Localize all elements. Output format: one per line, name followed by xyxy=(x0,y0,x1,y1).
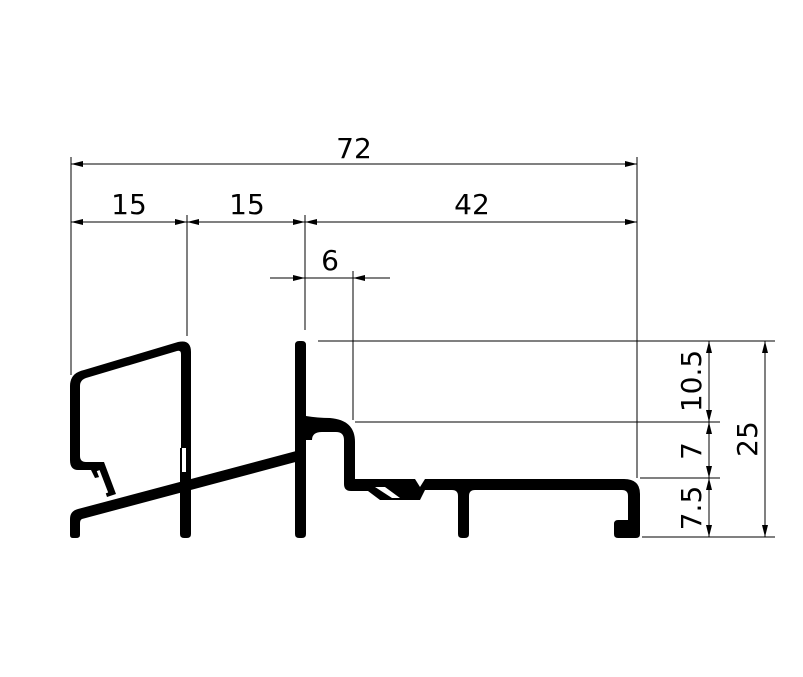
stepped-body xyxy=(306,416,640,538)
dimension-25: 25 xyxy=(731,341,768,537)
dimension-15-second: 15 xyxy=(187,188,305,225)
leg-187-slot xyxy=(182,448,186,472)
dimension-42: 42 xyxy=(305,188,637,225)
hook-leg xyxy=(95,462,116,497)
dim-15b-label: 15 xyxy=(229,188,265,221)
dimension-72: 72 xyxy=(71,132,637,167)
dim-10-5-label: 10.5 xyxy=(675,350,708,412)
dimension-7-5: 7.5 xyxy=(675,478,712,537)
dimension-6: 6 xyxy=(270,244,390,281)
dim-42-label: 42 xyxy=(454,188,490,221)
body-notch xyxy=(375,487,400,498)
dim-72-label: 72 xyxy=(336,132,372,165)
diagonal-web xyxy=(70,450,303,538)
dim-7-label: 7 xyxy=(675,442,708,460)
hook-leg-slot xyxy=(96,470,109,494)
dim-25-label: 25 xyxy=(731,421,764,457)
leg-300 xyxy=(295,341,306,538)
profile-section xyxy=(70,341,640,538)
dim-6-label: 6 xyxy=(321,244,339,277)
dimension-15-first: 15 xyxy=(71,188,187,225)
dim-15a-label: 15 xyxy=(111,188,147,221)
dimension-10-5: 10.5 xyxy=(675,341,712,422)
dim-7-5-label: 7.5 xyxy=(675,486,708,531)
left-hook xyxy=(70,341,191,478)
dimension-7: 7 xyxy=(675,422,712,478)
